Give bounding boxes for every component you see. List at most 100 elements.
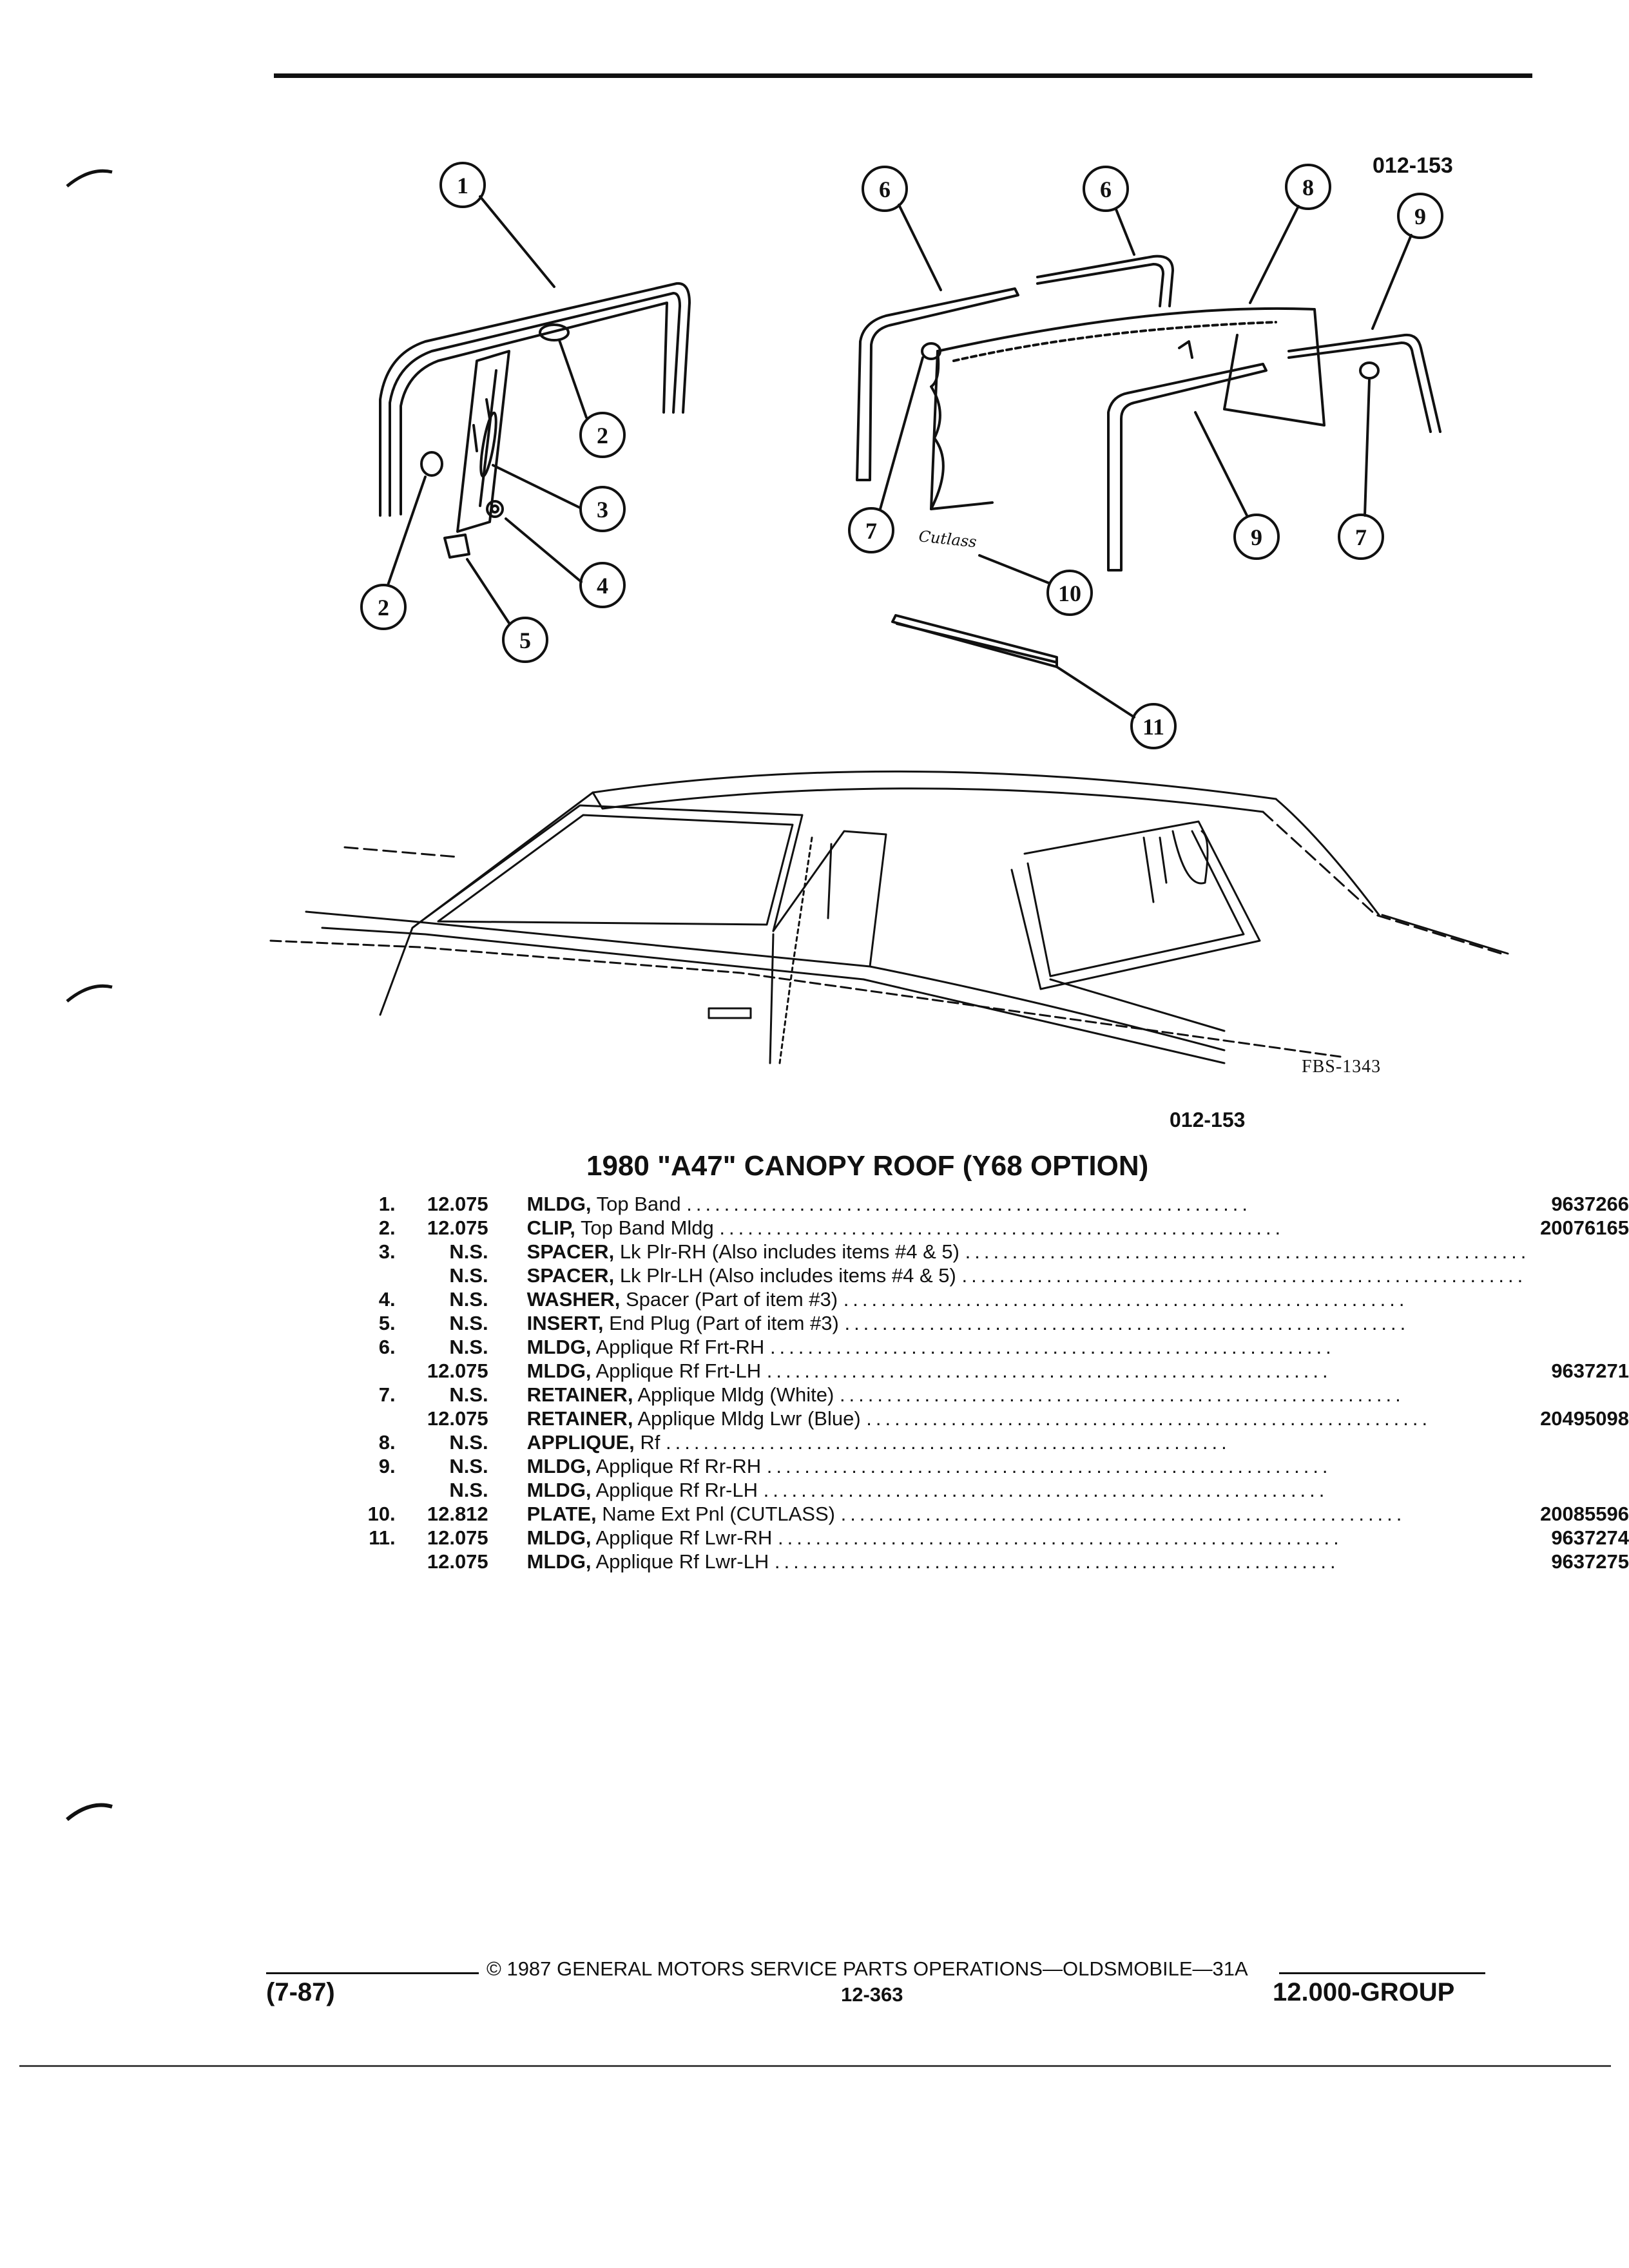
footer-date: (7-87) <box>266 1978 335 2006</box>
part-desc: Applique Mldg Lwr (Blue) <box>637 1407 861 1430</box>
front-applique-molding-rh <box>856 287 1019 481</box>
part-name: RETAINER, <box>526 1407 633 1430</box>
part-number: 20085596 <box>1540 1503 1629 1525</box>
svg-text:9: 9 <box>1251 524 1262 550</box>
parts-list-title: 1980 "A47" CANOPY ROOF (Y68 OPTION) <box>586 1150 1149 1182</box>
svg-text:11: 11 <box>1142 714 1164 740</box>
part-desc: Spacer (Part of item #3) <box>625 1288 838 1311</box>
part-number: 9637271 <box>1551 1360 1629 1382</box>
item-number: 10. <box>367 1503 396 1525</box>
part-description: WASHER, Spacer (Part of item #3) .......… <box>488 1287 1530 1311</box>
svg-text:9: 9 <box>1414 204 1426 229</box>
item-number: 9. <box>378 1455 396 1477</box>
leader-dots: ........................................… <box>839 1383 1405 1406</box>
leader-dots: ........................................… <box>843 1288 1409 1311</box>
part-name: RETAINER, <box>526 1383 633 1406</box>
part-name: APPLIQUE, <box>526 1431 635 1454</box>
svg-text:5: 5 <box>519 628 531 653</box>
group-number: 12.075 <box>427 1360 488 1382</box>
part-desc: Top Band Mldg <box>580 1216 714 1239</box>
footer-group: 12.000-GROUP <box>1273 1978 1455 2006</box>
part-description: MLDG, Applique Rf Lwr-RH ...............… <box>488 1526 1530 1550</box>
group-number: N.S. <box>449 1312 488 1334</box>
part-description: INSERT, End Plug (Part of item #3) .....… <box>488 1311 1530 1335</box>
binder-mark-top <box>66 169 113 187</box>
group-number: 12.075 <box>427 1407 488 1430</box>
parts-row: 8. N.S. APPLIQUE, Rf .....................… <box>361 1430 1629 1454</box>
part-number <box>1530 1240 1629 1264</box>
parts-row: 4.N.S.WASHER, Spacer (Part of item #3) .… <box>361 1287 1629 1311</box>
svg-text:6: 6 <box>1100 177 1112 202</box>
item-number <box>361 1264 396 1287</box>
clip-upper <box>539 323 570 341</box>
retainer-right <box>1359 361 1380 380</box>
footer-copyright: © 1987 GENERAL MOTORS SERVICE PARTS OPER… <box>487 1957 1248 1980</box>
part-name: SPACER, <box>526 1264 615 1287</box>
part-number <box>1530 1335 1629 1359</box>
part-name: MLDG, <box>526 1455 592 1477</box>
group-number: N.S. <box>449 1240 488 1263</box>
part-name: CLIP, <box>526 1216 575 1239</box>
rear-applique-molding-rh <box>1107 363 1268 572</box>
part-description: CLIP, Top Band Mldg ....................… <box>488 1216 1530 1240</box>
item-number: 1. <box>378 1193 396 1215</box>
part-name: MLDG, <box>526 1193 592 1215</box>
part-desc: Rf <box>640 1431 660 1454</box>
part-desc: Applique Rf Rr-RH <box>595 1455 762 1477</box>
group-number: N.S. <box>449 1431 488 1454</box>
part-description: PLATE, Name Ext Pnl (CUTLASS) ..........… <box>488 1502 1530 1526</box>
part-name: MLDG, <box>526 1360 592 1382</box>
parts-row: N.S.SPACER, Lk Plr-LH (Also includes ite… <box>361 1264 1629 1287</box>
svg-text:7: 7 <box>865 518 877 544</box>
item-number: 8. <box>378 1431 396 1454</box>
leader-dots: ........................................… <box>766 1455 1332 1477</box>
parts-row: 3. N.S. SPACER, Lk Plr-RH (Also includes i… <box>361 1240 1629 1264</box>
part-desc: Lk Plr-RH (Also includes items #4 & 5) <box>619 1240 959 1263</box>
top-band-molding <box>379 282 691 517</box>
leader-dots: ........................................… <box>686 1193 1252 1215</box>
part-number <box>1530 1478 1629 1502</box>
part-desc: Top Band <box>596 1193 681 1215</box>
part-name: MLDG, <box>526 1550 592 1573</box>
part-number: 9637275 <box>1551 1550 1629 1573</box>
part-number <box>1530 1454 1629 1478</box>
leader-dots: ........................................… <box>766 1360 1332 1382</box>
spacer-pillar <box>456 350 510 533</box>
washer <box>486 500 504 518</box>
item-number: 11. <box>369 1526 396 1549</box>
rear-applique-molding-lh <box>1287 333 1441 433</box>
part-desc: Lk Plr-LH (Also includes items #4 & 5) <box>619 1264 956 1287</box>
parts-row: 6.N.S.MLDG, Applique Rf Frt-RH .........… <box>361 1335 1629 1359</box>
svg-text:2: 2 <box>378 595 389 620</box>
svg-text:3: 3 <box>597 497 608 523</box>
item-number <box>361 1478 396 1502</box>
group-number: 12.812 <box>427 1503 488 1525</box>
leader-dots: ........................................… <box>666 1431 1231 1454</box>
part-name: MLDG, <box>526 1479 592 1501</box>
group-number: N.S. <box>449 1336 488 1358</box>
group-number: N.S. <box>449 1383 488 1406</box>
item-number: 3. <box>378 1240 396 1263</box>
part-desc: Applique Rf Lwr-LH <box>595 1550 769 1573</box>
group-number: N.S. <box>449 1479 488 1501</box>
figure-ref-bottom: 012-153 <box>1170 1108 1246 1131</box>
part-description: RETAINER, Applique Mldg (White) ........… <box>488 1383 1530 1407</box>
group-number: 12.075 <box>427 1550 488 1573</box>
part-description: MLDG, Applique Rf Frt-RH ...............… <box>488 1335 1530 1359</box>
roof-illustration: 1 2 3 4 2 5 6 6 8 9 7 9 7 10 11 Cutlass <box>269 162 1509 1064</box>
part-desc: Applique Rf Frt-RH <box>595 1336 765 1358</box>
item-number <box>361 1359 396 1383</box>
end-plug-insert <box>443 533 470 559</box>
svg-text:2: 2 <box>597 423 608 448</box>
part-description: RETAINER, Applique Mldg Lwr (Blue) .....… <box>488 1407 1530 1430</box>
group-number: 12.075 <box>427 1526 488 1549</box>
leader-dots: ........................................… <box>769 1336 1335 1358</box>
part-number <box>1530 1383 1629 1407</box>
part-name: PLATE, <box>526 1503 597 1525</box>
part-name: SPACER, <box>526 1240 615 1263</box>
